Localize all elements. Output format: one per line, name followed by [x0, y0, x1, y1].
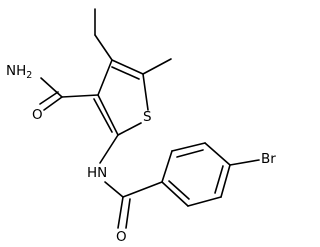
amide-oxygen-label: O: [32, 107, 43, 123]
bonds: [39, 8, 260, 229]
bond-ring-3-4: [204, 142, 231, 166]
bond-c2-c3-double: [93, 98, 113, 133]
bond-c4-c5: [111, 59, 144, 75]
bond-c4-c5-double: [111, 66, 140, 80]
bond-ring-1-2: [161, 150, 173, 183]
bond-c3-c4: [97, 59, 113, 96]
bond-ring-2-3-double: [176, 149, 204, 158]
amide-nh2-label-subscript: 2: [26, 70, 32, 81]
bond-c5-methyl: [142, 58, 172, 75]
bond-ring-br: [229, 159, 260, 166]
bond-ring-5-6: [187, 196, 222, 207]
amide-nh2-label-main: NH: [6, 63, 26, 79]
amide-nh2-label: NH2: [6, 63, 32, 81]
bond-ring-6-1-double: [168, 180, 190, 200]
bond-ring-4-5-double: [214, 165, 224, 194]
bond-nh-carbonyl-c: [104, 181, 124, 198]
bond-c5-s: [142, 73, 149, 111]
benzamide-oxygen-label: O: [116, 229, 127, 245]
bond-amide-c-n: [40, 77, 63, 98]
bond-c3-amide-c: [61, 94, 99, 98]
bond-ring-6-1: [161, 181, 189, 207]
bond-amide-c-o: [43, 96, 63, 111]
atom-labels: NH2 O S HN O Br: [6, 63, 276, 245]
bond-carbonyl-c-o-double: [125, 198, 131, 229]
sulfur-label: S: [143, 109, 152, 125]
bond-ethyl-ch2-c4: [94, 34, 113, 61]
bond-c2-nh: [99, 134, 119, 164]
bond-carbonyl-c-o: [117, 196, 124, 229]
molecule-structure-diagram: NH2 O S HN O Br: [6, 8, 276, 245]
bromine-label: Br: [261, 151, 276, 167]
amine-nh-label: HN: [87, 165, 107, 181]
bond-ring-2-3: [171, 142, 206, 152]
bond-c2-c3: [97, 94, 119, 136]
bond-s-c2: [117, 122, 142, 136]
bond-carbonyl-c-ring: [122, 181, 163, 198]
bond-amide-c-o-double: [39, 91, 59, 105]
bond-ring-4-5: [220, 164, 231, 198]
